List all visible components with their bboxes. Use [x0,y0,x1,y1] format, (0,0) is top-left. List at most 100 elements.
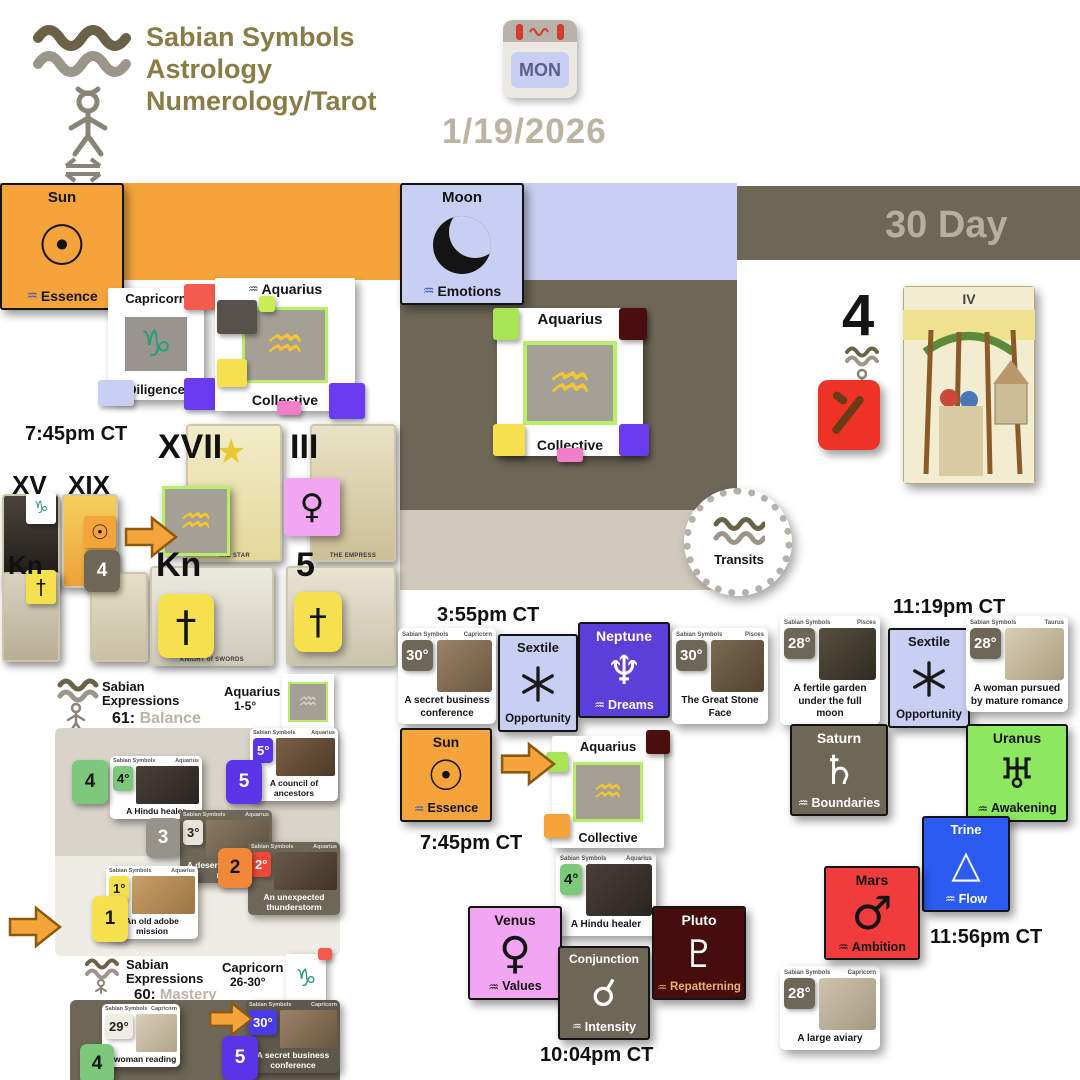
uranus-card: Uranus ♅ ♒ Awakening [966,724,1068,822]
purple-chip [329,383,365,419]
maroon-chip [646,730,670,754]
transits-badge: Transits [680,486,798,598]
red-chip [184,284,216,310]
lavender-chip [98,380,134,406]
tarot-numeral: IV [962,291,976,307]
tarot-label-five: 5 [296,546,315,584]
sabian61-brand-icon [57,678,99,734]
aquarius-sign-card-transit: Aquarius ♒ Collective [544,730,670,848]
aquarius-keyword: Collective [251,392,319,408]
aquarius-waves-icon: ♒ [977,801,988,816]
sabian60-brand-line2: Expressions [126,971,204,986]
aquarius-waves-icon: ♒ [26,288,38,304]
symbol-image [818,978,876,1030]
degree-chip: 30° [249,1009,277,1035]
sign-label: Capricorn [847,970,876,976]
aquarius-sign-card-sun: ♒ Aquarius ♒ Collective [215,278,365,419]
sign-label: Capricorn [463,632,492,638]
sabian61-chip-4: 4 [72,760,108,804]
aquarius-waves-icon: ♒ [413,801,425,816]
mars-icon: ♂ [851,885,893,940]
sabian61-sign-mini-card: ♒ [282,674,334,730]
pink-chip [277,401,301,415]
aquarius-name: Aquarius [537,311,603,328]
sabian60-sign: Capricorn [222,960,284,975]
transits-badge-label: Transits [714,552,764,567]
symbol-image [1004,628,1064,680]
symbol-caption: A council of ancestors [269,777,319,798]
trine-aspect-card: Trine △ ♒ Flow [922,816,1010,912]
planet-keyword: Values [502,979,542,994]
brand-title-line1: Sabian Symbols [146,22,355,52]
degree-chip: 30° [402,640,433,671]
tarot-label-iii: III [290,428,319,466]
star-icon: ★ [216,432,247,472]
capricorn-sign-card: Capricorn ♑ Diligence [98,284,216,410]
mars-uranus-time: 11:56pm CT [930,926,1043,948]
brand-waves-icon [33,25,131,77]
sabian61-brand-line2: Expressions [102,693,180,708]
sextile-icon [522,665,554,702]
sword-icon: † [175,601,197,651]
arrow-right-icon [8,905,62,949]
pink-chip [557,448,583,462]
orange-chip [544,814,570,838]
planet-keyword: Awakening [991,801,1057,816]
sun-card-keyword: Essence [40,288,98,304]
sun-card-title: Sun [47,189,77,206]
aspect-name: Conjunction [569,952,639,966]
trine-icon: △ [951,842,981,887]
tarot-four-of-wands-card: IV [903,286,1035,484]
sabian61-number: 61: [112,710,136,727]
degree-chip: 28° [970,628,1001,659]
saturn-card: Saturn ♄ ♒ Boundaries [790,724,888,816]
capricorn-name: Capricorn [125,291,187,306]
conjunction-icon: ☌ [591,970,617,1015]
aspect-name: Sextile [908,634,950,649]
sabian60-chip-4: 4 [80,1044,114,1080]
sign-label: Pisces [856,620,876,626]
aspect-keyword: Intensity [584,1019,637,1034]
symbol-image [436,640,492,692]
degree-chip: 5° [253,737,274,763]
symbol-image [276,737,335,776]
symbol-caption: A woman pursued by mature romance [970,683,1064,707]
aquarius-icon: ♒ [547,353,593,412]
maroon-chip [619,308,647,340]
sabian61-keyword: Balance [139,710,201,727]
sabian61-sign: Aquarius [224,684,281,699]
aquarius-waves-icon: ♒ [838,939,849,954]
sabian61-chip-5: 5 [226,760,262,804]
aquarius-waves-icon: ♒ [657,980,667,994]
sabian61-range: 1-5° [234,699,257,713]
aquarius-waves-icon: ♒ [797,795,809,810]
planet-name: Saturn [816,730,862,746]
neptune-card: Neptune ♆ ♒ Dreams [578,622,670,718]
symbol-image [274,851,337,890]
sign-label: Taurus [1044,620,1064,626]
arrow-right-icon [124,515,178,559]
brand-title-line2: Astrology [146,54,273,84]
tarot-knight-pentacles-card [2,572,60,662]
aquarius-waves-icon: ♒ [571,1020,582,1034]
degree-chip: 28° [784,628,815,659]
sun-mini-chip: ☉ [84,516,116,548]
symbol-image [135,1013,177,1052]
aquarius-waves-icon: ♒ [247,282,259,296]
degree-chip: 2° [251,851,272,877]
degree-chip: 4° [560,864,583,895]
symbol-image [279,1009,337,1048]
aquarius-waves-icon: ♒ [944,891,956,906]
brand-title-line3: Numerology/Tarot [146,86,377,116]
sabian60-number: 60: [134,986,156,1003]
venus-pluto-time: 10:04pm CT [540,1044,654,1066]
sabian60-range: 26-30° [230,975,266,989]
sabian60-keyword: Mastery [159,986,217,1003]
lime-chip [493,308,519,340]
capricorn-mini-chip: ♑ [26,492,56,524]
red-chip [318,948,332,960]
aquarius-keyword: Collective [578,830,638,845]
